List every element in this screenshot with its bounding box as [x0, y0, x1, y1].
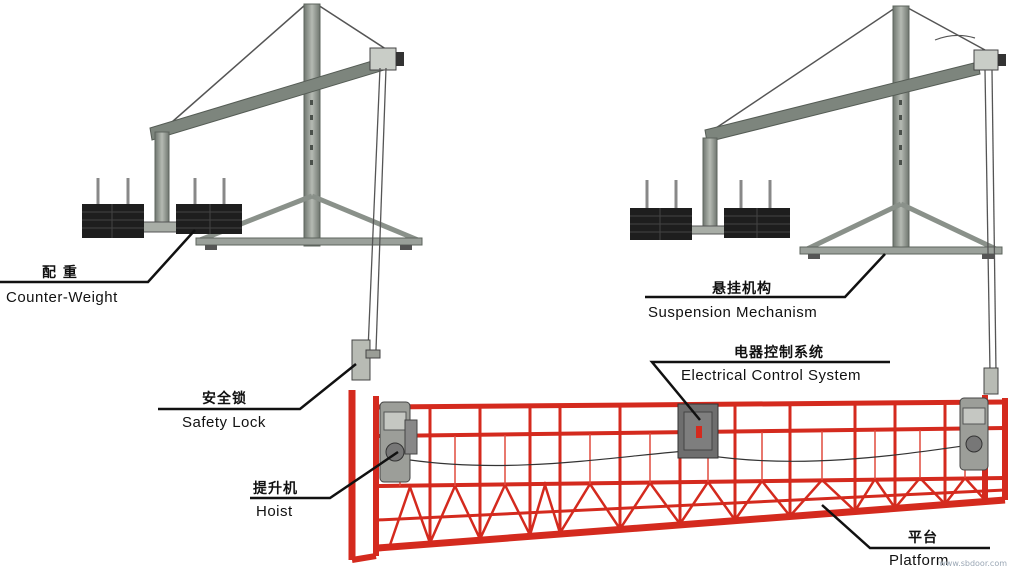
control-label-en: Electrical Control System	[681, 367, 862, 384]
right-safety-lock	[983, 367, 999, 395]
control-label-zh: 电器控制系统	[734, 345, 824, 361]
callout-leaders	[0, 229, 990, 550]
leader-hoist	[250, 450, 399, 500]
wire-ropes	[367, 67, 997, 373]
platform-label-zh: 平台	[908, 530, 938, 546]
hoist-label-en: Hoist	[256, 503, 293, 520]
leader-safety-lock	[158, 363, 357, 411]
watermark: www.sbdoor.com	[939, 559, 1007, 568]
leader-platform	[821, 504, 990, 550]
left-suspension-mechanism	[82, 3, 423, 250]
right-hoist-unit	[959, 397, 989, 471]
hoist-label-zh: 提升机	[253, 481, 298, 497]
right-suspension-mechanism	[630, 5, 1006, 259]
leader-control	[649, 360, 890, 421]
counterweight-label-zh: 配 重	[42, 265, 78, 281]
leader-counterweight	[0, 229, 196, 284]
left-hoist-unit	[379, 401, 418, 483]
left-counterweight-blocks	[82, 178, 242, 238]
right-counterweight-blocks	[630, 180, 790, 240]
leader-suspension	[645, 253, 886, 299]
platform-label-en: Platform	[889, 552, 949, 569]
electrical-control-box	[677, 403, 719, 459]
counterweight-label-en: Counter-Weight	[6, 289, 118, 306]
suspension-label-zh: 悬挂机构	[712, 281, 772, 297]
safety-lock-label-zh: 安全锁	[202, 391, 247, 407]
safety-lock-label-en: Safety Lock	[182, 414, 266, 431]
suspension-label-en: Suspension Mechanism	[648, 304, 818, 321]
left-safety-lock	[351, 339, 381, 381]
